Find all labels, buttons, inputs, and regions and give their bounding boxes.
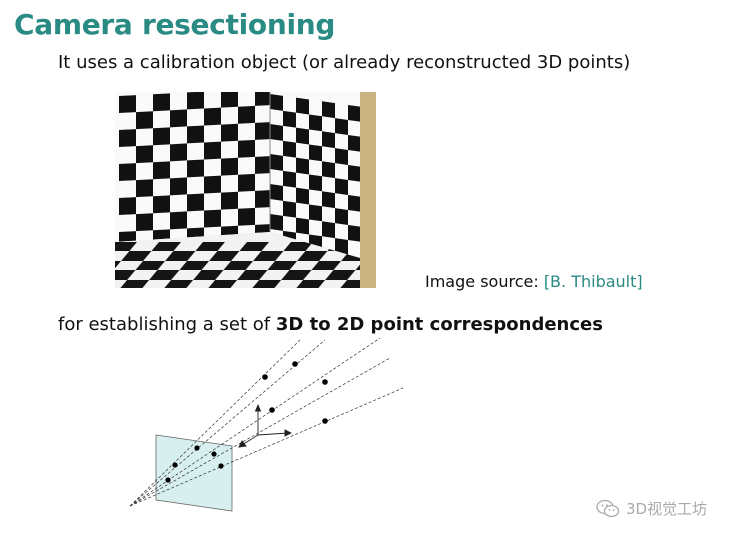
caption-prefix: Image source: (425, 272, 539, 291)
point-2d (218, 463, 224, 469)
ray-5 (129, 387, 404, 507)
wechat-icon (596, 499, 620, 517)
correspondence-text: for establishing a set of 3D to 2D point… (58, 314, 603, 335)
ray-3 (129, 337, 381, 507)
correspondence-bold: 3D to 2D point correspondences (275, 314, 603, 335)
projection-diagram (129, 337, 404, 512)
ray-2 (129, 339, 326, 507)
point-2d (165, 477, 171, 483)
point-2d (194, 445, 200, 451)
point-3d (262, 374, 268, 380)
point-3d (292, 361, 298, 367)
point-3d (269, 407, 275, 413)
watermark: 3D视觉工坊 (596, 498, 707, 519)
point-3d (322, 418, 328, 424)
calibration-photo (115, 92, 376, 288)
watermark-text: 3D视觉工坊 (626, 500, 708, 518)
axis-y (241, 434, 259, 446)
slide-title: Camera resectioning (14, 8, 336, 41)
intro-text: It uses a calibration object (or already… (58, 52, 631, 73)
point-2d (211, 451, 217, 457)
image-caption: Image source: [B. Thibault] (425, 272, 643, 291)
point-3d (322, 379, 328, 385)
point-2d (172, 462, 178, 468)
axis-x (257, 432, 289, 436)
image-plane (155, 434, 233, 512)
citation-link[interactable]: [B. Thibault] (543, 272, 643, 291)
correspondence-prefix: for establishing a set of (58, 314, 271, 335)
